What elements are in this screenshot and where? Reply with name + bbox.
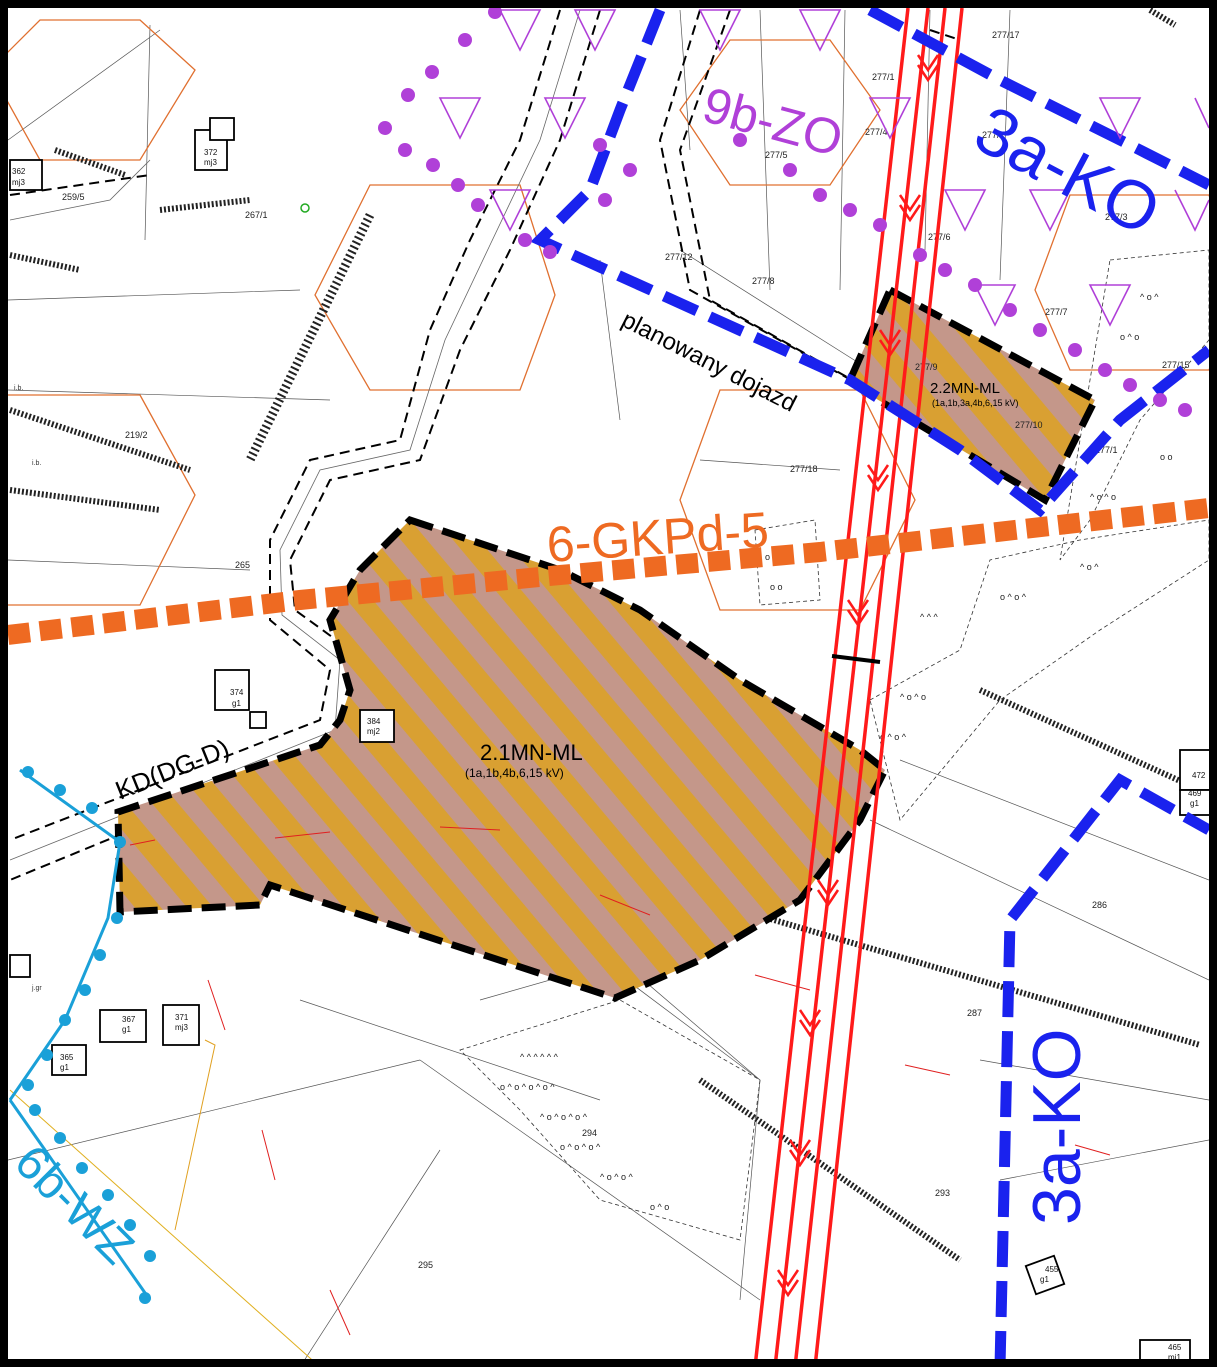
parcel-277-18: 277/18 [790,464,818,474]
svg-text:^ o ^ o: ^ o ^ o [1090,492,1116,502]
power-line-marker [831,654,881,664]
parcel-277-10: 277/10 [1015,420,1043,430]
svg-text:^ o ^: ^ o ^ [1140,292,1159,302]
building-472-number: 472 [1192,771,1206,780]
terrain-scarps [9,8,1202,1263]
building-365-number: 365 [60,1053,74,1062]
parcel-277-1-b: 277/1 [1095,445,1118,455]
svg-text:o ^ o ^: o ^ o ^ [1000,592,1027,602]
parcel-294: 294 [582,1128,597,1138]
building-374-type: g1 [232,699,241,708]
parcel-259-5: 259/5 [62,192,85,202]
svg-text:o ^ o ^ o ^ o ^: o ^ o ^ o ^ o ^ [500,1082,555,1092]
building-372-number: 372 [204,148,218,157]
building-469-type: g1 [1190,799,1199,808]
svg-text:^ ^ ^: ^ ^ ^ [920,612,938,622]
power-line-arrows [776,54,940,1298]
parcel-267-1: 267/1 [245,210,268,220]
label-2-2-mn-ml: 2.2MN-ML [930,380,1000,397]
slope-arrows [129,826,1111,1336]
parcel-286: 286 [1092,900,1107,910]
wz-boundary [8,766,156,1304]
building-469-number: 469 [1188,789,1202,798]
zo-triangles [438,9,1209,327]
parcel-277-5: 277/5 [765,150,788,160]
building-362-type: mj3 [12,178,25,187]
parcel-277-2: 277/2 [982,130,1005,140]
label-3a-ko-right: 3a-KO [1019,1028,1095,1225]
road-outlines [9,9,961,881]
ko-boundary-right [994,772,1209,1359]
terrain-symbols: ^ ^ ^ ^ ^ ^ o ^ o ^ o ^ o ^ ^ o ^ o ^ o ^… [500,292,1173,1212]
parcel-219-2: 219/2 [125,430,148,440]
svg-text:o ^ o: o ^ o [1120,332,1139,342]
parcel-287: 287 [967,1008,982,1018]
svg-text:o o: o o [1160,452,1173,462]
dotted-areas [459,249,1209,1241]
label-2-1-mn-ml: 2.1MN-ML [480,740,583,765]
svg-text:o o: o o [770,582,783,592]
road-inner-lines [9,9,581,861]
svg-text:^ ^ ^ ^ ^ ^: ^ ^ ^ ^ ^ ^ [520,1052,559,1062]
building-372-type: mj3 [204,158,217,167]
jgr-label: j.gr [31,985,42,992]
building-384-type: mj2 [367,727,380,736]
buildings [9,117,1209,1359]
building-365-type: g1 [60,1063,69,1072]
parcel-labels: 259/5 267/1 219/2 265 277/17 277/1 277/4… [62,30,1190,1270]
power-lines [754,8,964,1359]
parcel-277-7: 277/7 [1045,307,1068,317]
building-455-number: 455 [1045,1265,1059,1274]
svg-text:^ o ^ o: ^ o ^ o [900,692,926,702]
parcel-265: 265 [235,560,250,570]
building-362-number: 362 [12,167,26,176]
building-374-number: 374 [230,688,244,697]
parcel-293: 293 [935,1188,950,1198]
label-2-2-mn-ml-sub: (1a,1b,3a,4b,6,15 kV) [932,398,1019,408]
parcel-277-12: 277/12 [665,252,693,262]
zo-boundary [378,8,1192,417]
label-2-1-mn-ml-sub: (1a,1b,4b,6,15 kV) [465,766,564,780]
svg-text:o ^ o ^ o ^: o ^ o ^ o ^ [560,1142,601,1152]
parcel-295: 295 [418,1260,433,1270]
building-465-type: mj1 [1168,1353,1181,1362]
zone-2-1-mn-ml [114,515,890,1002]
cadastral-lines [8,9,1209,1359]
building-367-type: g1 [122,1025,131,1034]
ko-boundary-top [530,8,1209,518]
parcel-277-3: 277/3 [1105,212,1128,222]
ib-label-2: i.b. [32,460,41,467]
parcel-277-6: 277/6 [928,232,951,242]
ib-label-1: i.b. [14,385,23,392]
parcel-277-15: 277/15 [1162,360,1190,370]
hexagon-outlines [8,19,1209,611]
building-455-type: g1 [1040,1275,1049,1284]
building-labels: 362 mj3 372 mj3 374 g1 384 mj2 367 g1 37… [12,148,1206,1362]
svg-text:o ^ o ^: o ^ o ^ [880,732,907,742]
parcel-277-17: 277/17 [992,30,1020,40]
building-465-number: 465 [1168,1343,1182,1352]
svg-text:^ o ^: ^ o ^ [1080,562,1099,572]
svg-text:o ^ o: o ^ o [650,1202,669,1212]
parcel-277-4: 277/4 [865,127,888,137]
building-384-number: 384 [367,717,381,726]
gkpd-boundary [8,498,1209,645]
building-371-type: mj3 [175,1023,188,1032]
parcel-277-1: 277/1 [872,72,895,82]
parcel-277-9: 277/9 [915,362,938,372]
svg-text:^ o ^ o ^ o ^: ^ o ^ o ^ o ^ [540,1112,588,1122]
parcel-277-8: 277/8 [752,276,775,286]
svg-text:^ o ^ o ^: ^ o ^ o ^ [600,1172,633,1182]
building-371-number: 371 [175,1013,189,1022]
building-367-number: 367 [122,1015,136,1024]
tree-symbol [300,203,310,213]
